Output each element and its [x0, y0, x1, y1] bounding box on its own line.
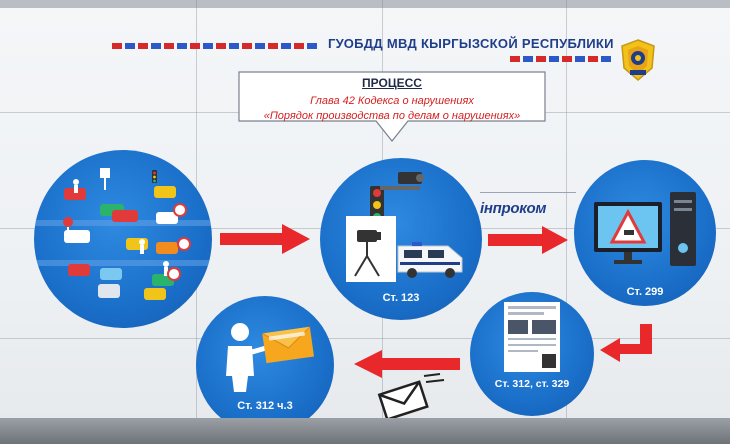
- header-title: ГУОБДД МВД КЫРГЫЗСКОЙ РЕСПУБЛИКИ: [328, 36, 614, 51]
- flag-stripe-left: [112, 43, 320, 49]
- computer-monitor-icon: [594, 192, 696, 266]
- inprokom-logo-text: інпроком: [480, 200, 547, 217]
- process-procedure-line: «Порядок производства по делам о нарушен…: [263, 110, 521, 122]
- step-document-caption: Ст. 312, ст. 329: [494, 378, 570, 390]
- process-title: ПРОЦЕСС: [362, 76, 422, 90]
- step-camera-circle: Ст. 123: [320, 158, 482, 320]
- panel-seam: [0, 338, 730, 339]
- traffic-scene-icon: [34, 168, 212, 300]
- step-computer-circle: Ст. 299: [574, 160, 716, 306]
- flying-envelope-icon: [377, 373, 445, 418]
- process-chapter-line: Глава 42 Кодекса о нарушениях: [310, 95, 474, 107]
- traffic-police-emblem-icon: [621, 39, 655, 81]
- step-camera-caption: Ст. 123: [382, 292, 420, 304]
- process-arrow-shape: [238, 71, 546, 142]
- wall-frame-bottom: [0, 418, 730, 444]
- violation-document-icon: [504, 302, 560, 372]
- wall-frame-top: [0, 0, 730, 8]
- panel-seam: [566, 0, 567, 420]
- camera-and-patrol-van-icon: [346, 172, 463, 282]
- step-person-caption: Ст. 312 ч.3: [237, 400, 293, 412]
- logo-tagline-line: [480, 192, 576, 198]
- process-box: ПРОЦЕСС Глава 42 Кодекса о нарушениях «П…: [238, 71, 546, 143]
- arrow-right-1: [220, 224, 310, 254]
- person-with-envelope-icon: [226, 323, 314, 392]
- arrow-down-left: [600, 324, 652, 362]
- arrow-right-2: [488, 226, 568, 254]
- flag-stripe-right: [510, 56, 612, 62]
- step-person-circle: Ст. 312 ч.3: [196, 296, 334, 434]
- inprokom-logo: інпроком: [476, 192, 576, 220]
- step-computer-caption: Ст. 299: [626, 286, 664, 298]
- arrow-left: [354, 350, 460, 378]
- step-traffic-circle: [34, 150, 212, 328]
- step-document-circle: Ст. 312, ст. 329: [470, 292, 594, 416]
